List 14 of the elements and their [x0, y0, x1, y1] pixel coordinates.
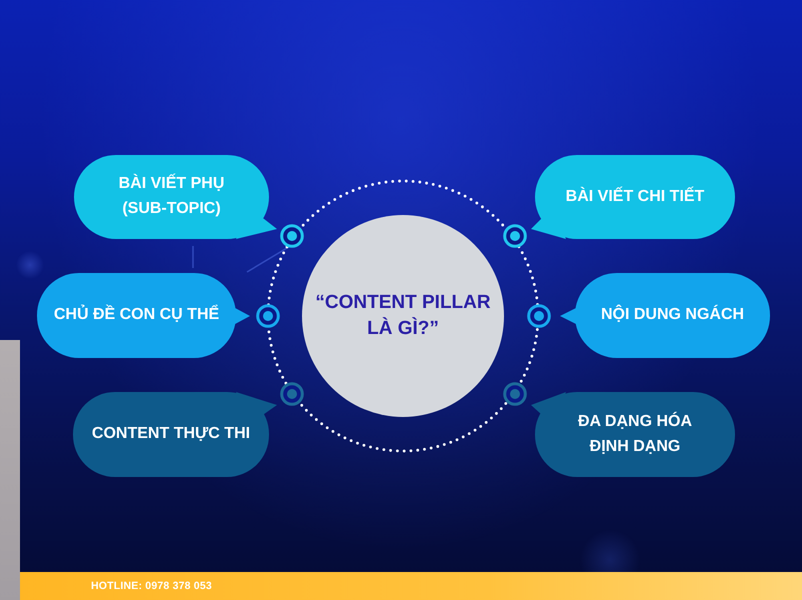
bubble-label: CHỦ ĐỀ CON CỤ THỂ [54, 304, 220, 326]
speech-bubble [73, 392, 277, 477]
bubble-label: CONTENT THỰC THI [92, 424, 250, 444]
hotline-text: HOTLINE: 0978 378 053 [91, 580, 212, 592]
speech-bubble [531, 392, 735, 477]
bubble-label: ĐA DẠNG HÓA ĐỊNH DẠNG [576, 410, 694, 456]
bubble-label: NỘI DUNG NGÁCH [600, 304, 744, 326]
speech-bubble [531, 155, 735, 239]
center-title: “CONTENT PILLAR LÀ GÌ?” [314, 291, 492, 341]
bubble-label: BÀI VIẾT CHI TIẾT [566, 186, 704, 207]
speech-bubble [74, 155, 277, 239]
bubble-label: BÀI VIẾT PHỤ (SUB-TOPIC) [118, 172, 226, 219]
speech-bubble [37, 273, 250, 358]
speech-bubble [560, 273, 770, 358]
